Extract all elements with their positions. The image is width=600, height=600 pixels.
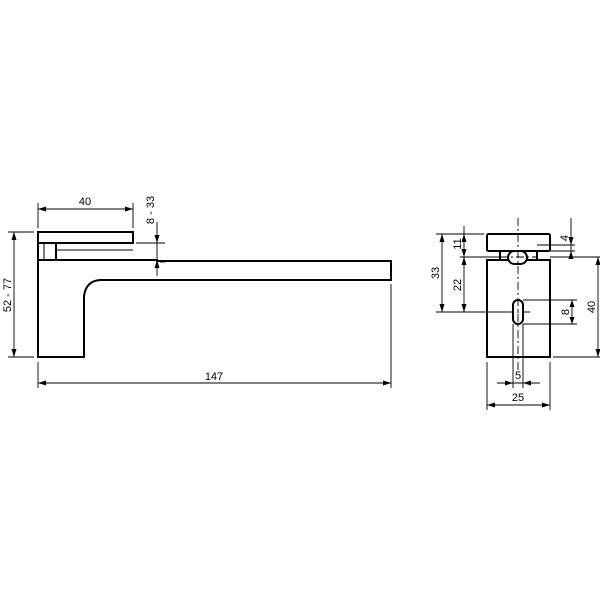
clamp-plate: [37, 231, 134, 244]
side-view: [37, 231, 392, 358]
front-upper-slot: [507, 250, 528, 265]
dim-label-front-slot-width: 5: [515, 370, 521, 382]
dim-front-width: 25: [486, 362, 551, 410]
dim-side-width: 40: [37, 196, 134, 228]
dim-length: 147: [37, 284, 392, 388]
dim-front-height: 40: [550, 256, 600, 358]
dim-label-side-width: 40: [79, 196, 91, 208]
dim-label-thickness: 8 - 33: [145, 196, 157, 224]
dim-front-total: 33: [430, 233, 506, 313]
dim-label-front-height: 40: [586, 301, 598, 313]
clamp-block: [37, 242, 57, 261]
front-cap: [486, 233, 551, 252]
dim-height: 52 - 77: [2, 231, 34, 358]
dim-front-slot-small: 8: [523, 299, 577, 325]
dim-label-front-width: 25: [512, 392, 524, 404]
dim-label-front-slot-offset: 11: [452, 238, 464, 249]
bracket-body: [37, 259, 392, 358]
dim-front-slot-height: 22: [452, 257, 467, 312]
dim-label-length: 147: [205, 371, 223, 383]
dim-thickness: 8 - 33: [136, 196, 165, 276]
dim-label-height: 52 - 77: [2, 278, 14, 312]
dim-label-front-total: 33: [430, 267, 442, 279]
dim-front-slot-width: 5: [497, 324, 540, 388]
dim-label-front-slot-height: 22: [452, 279, 464, 291]
dim-label-front-top-gap: 4: [559, 235, 571, 241]
dim-label-front-slot-small: 8: [560, 309, 572, 315]
front-view: [486, 218, 551, 370]
